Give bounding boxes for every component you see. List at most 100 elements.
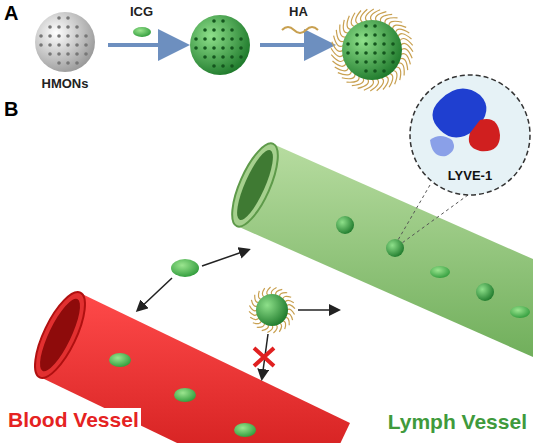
pore [230,28,234,32]
pore [57,43,61,47]
pore [48,25,52,29]
pore [373,24,377,28]
pore [230,64,234,68]
pore [355,42,359,46]
arrow [138,278,172,310]
ha-chain [279,323,281,332]
vessel-opening [223,138,287,232]
pore [346,51,350,55]
pore [66,25,70,29]
pore [230,55,234,59]
pore [373,42,377,46]
particle [476,283,494,301]
hmon-sphere [35,12,95,72]
particle [336,216,354,234]
pore [39,34,43,38]
leader-line [402,195,468,243]
ha-chain [285,300,294,302]
pore [75,34,79,38]
icg-molecule [109,353,131,367]
pore [221,55,225,59]
arrow [260,43,328,47]
arrow [108,43,182,47]
pore [364,24,368,28]
pore [66,34,70,38]
pore [212,46,216,50]
loaded-sphere [190,15,250,75]
pore [48,43,52,47]
vessel-lumen [230,146,279,224]
ha-chain [283,296,292,299]
block-cross [254,348,274,366]
vessel-label: Lymph Vessel [386,410,529,434]
particle [386,239,404,257]
pore [75,43,79,47]
vessel-label: Blood Vessel [6,408,141,432]
pore [203,46,207,50]
ha-chain [251,300,257,307]
pore [48,52,52,56]
pore [364,60,368,64]
pore [373,51,377,55]
pore [373,33,377,37]
ha-chain [286,314,292,321]
ha-chain [262,324,269,330]
pore [221,64,225,68]
pore [48,34,52,38]
pore [203,37,207,41]
pore [212,19,216,23]
ha-chain [262,288,264,297]
pore [75,25,79,29]
panel-letter: B [4,98,18,121]
icg-molecule [234,423,256,437]
pore [391,51,395,55]
ha-chain [258,291,261,300]
icg-molecule [171,259,199,277]
pore [239,46,243,50]
ha-chain [389,73,393,87]
ha-chain [335,67,349,71]
pore [221,28,225,32]
pore [66,16,70,20]
pore [57,34,61,38]
vessel-opening [25,286,95,385]
pore [239,55,243,59]
pore [57,61,61,65]
pore [212,37,216,41]
ha-chain [331,48,343,56]
icg-molecule [430,266,450,278]
lymph-vessel [237,144,533,361]
pore [75,61,79,65]
pore [194,46,198,50]
pore [84,52,88,56]
protein-blob [430,136,454,156]
pore [382,42,386,46]
ha-chain [370,79,378,91]
ha-chain [395,29,409,33]
arrow [202,250,248,266]
inset-node: LYVE-1 [410,75,530,195]
pore [239,37,243,41]
pore [391,60,395,64]
inset-circle [410,75,530,195]
sphere-label: HMONs [25,76,105,91]
pore [66,52,70,56]
pore [57,16,61,20]
pore [382,33,386,37]
pore [212,28,216,32]
pore [373,60,377,64]
pore [382,69,386,73]
pore [230,37,234,41]
pore [391,42,395,46]
pore [66,61,70,65]
ha-chain [276,289,283,295]
pore [39,43,43,47]
pore [364,42,368,46]
pore [221,37,225,41]
ha-chain [401,43,413,51]
pore [364,33,368,37]
pore [212,64,216,68]
vessel-lumen [33,294,88,376]
pore [355,51,359,55]
